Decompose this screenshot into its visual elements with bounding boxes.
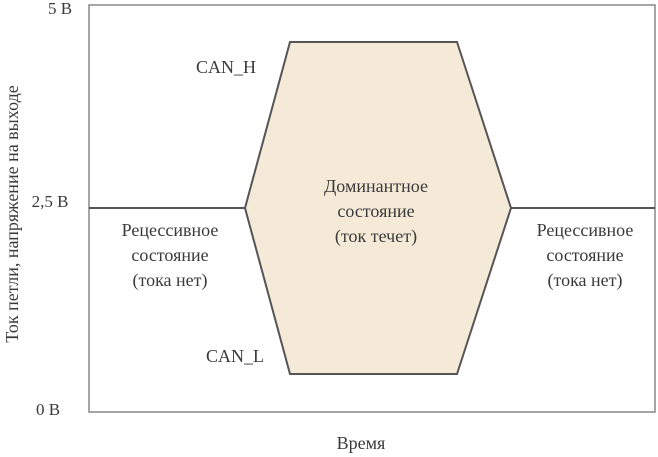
left-state-line2: состояние — [131, 245, 208, 265]
dominant-state-line3: (ток течет) — [335, 226, 417, 247]
right-state-line1: Рецессивное — [537, 220, 634, 240]
y-axis-label: Ток петли, напряжение на выходе — [2, 85, 22, 342]
right-state-line2: состояние — [546, 245, 623, 265]
right-state-line3: (тока нет) — [547, 270, 622, 291]
can-l-label: CAN_L — [206, 346, 264, 366]
tick-label-0v: 0 В — [36, 400, 60, 419]
tick-label-5v: 5 В — [48, 0, 72, 18]
tick-label-2-5v: 2,5 В — [32, 192, 69, 211]
left-state-line1: Рецессивное — [122, 220, 219, 240]
left-state-line3: (тока нет) — [132, 270, 207, 291]
dominant-state-line2: состояние — [337, 201, 414, 221]
can-h-label: CAN_H — [196, 57, 256, 77]
dominant-state-line1: Доминантное — [324, 176, 428, 196]
x-axis-label: Время — [337, 433, 386, 453]
